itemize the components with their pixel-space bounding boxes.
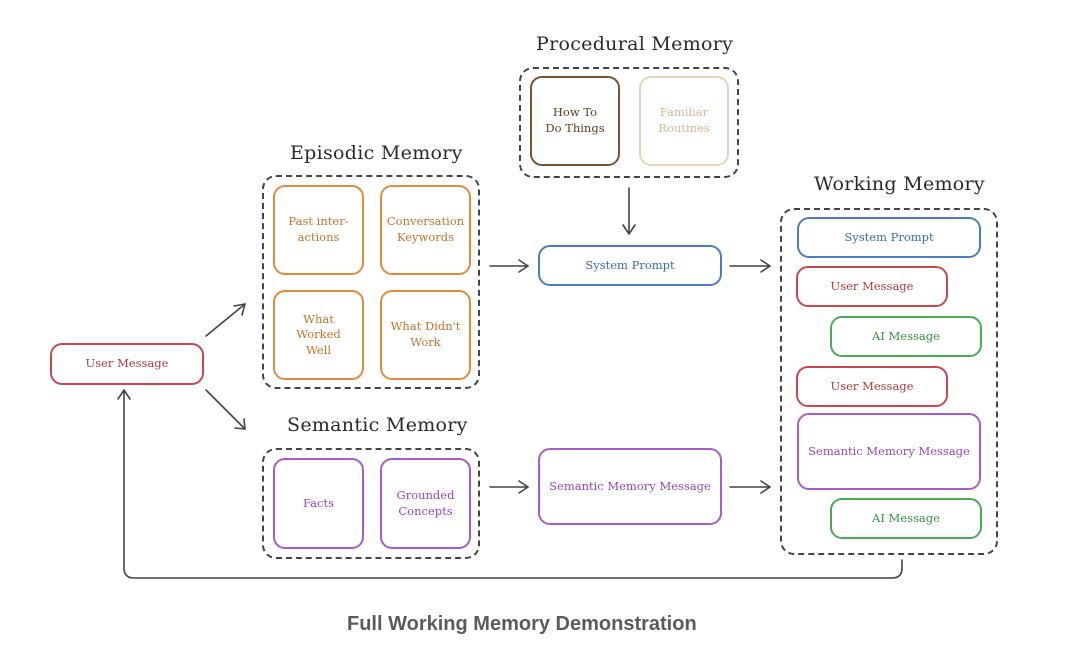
episodic-item-past-interactions: Past inter- actions xyxy=(273,185,364,275)
semantic-item-facts: Facts xyxy=(273,458,364,549)
episodic-item-what-worked: What Worked Well xyxy=(273,290,364,380)
semantic-item-grounded-concepts: Grounded Concepts xyxy=(380,458,471,549)
procedural-item-routines: Familiar Routines xyxy=(639,76,729,166)
user-message-box: User Message xyxy=(50,343,204,385)
arrow-semantic-to-message xyxy=(489,480,529,494)
procedural-memory-title: Procedural Memory xyxy=(536,33,734,55)
arrow-loop-back-to-user xyxy=(117,389,903,579)
arrow-procedural-to-system-prompt xyxy=(622,187,636,235)
semantic-memory-title: Semantic Memory xyxy=(287,414,468,436)
procedural-item-how-to: How To Do Things xyxy=(530,76,620,166)
episodic-memory-group xyxy=(262,175,480,389)
arrow-episodic-to-system-prompt xyxy=(489,259,529,273)
working-ai-message-1: AI Message xyxy=(830,316,982,357)
procedural-memory-group xyxy=(519,67,739,178)
system-prompt-box: System Prompt xyxy=(538,245,722,286)
working-memory-title: Working Memory xyxy=(814,173,985,195)
working-memory-group xyxy=(780,208,998,555)
working-semantic-memory-message: Semantic Memory Message xyxy=(797,413,981,490)
figure-caption: Full Working Memory Demonstration xyxy=(347,613,697,635)
semantic-memory-message-box: Semantic Memory Message xyxy=(538,448,722,525)
working-ai-message-2: AI Message xyxy=(830,498,982,539)
semantic-memory-group xyxy=(262,448,480,559)
arrow-message-to-working xyxy=(729,480,771,494)
working-system-prompt: System Prompt xyxy=(797,217,981,258)
episodic-item-what-didnt-work: What Didn't Work xyxy=(380,290,471,380)
episodic-item-conversation-keywords: Conversation Keywords xyxy=(380,185,471,275)
arrow-system-prompt-to-working xyxy=(729,259,771,273)
arrow-user-to-semantic xyxy=(205,389,246,430)
episodic-memory-title: Episodic Memory xyxy=(290,142,463,164)
working-user-message-1: User Message xyxy=(796,266,948,307)
arrow-user-to-episodic xyxy=(205,303,246,337)
working-user-message-2: User Message xyxy=(796,366,948,407)
